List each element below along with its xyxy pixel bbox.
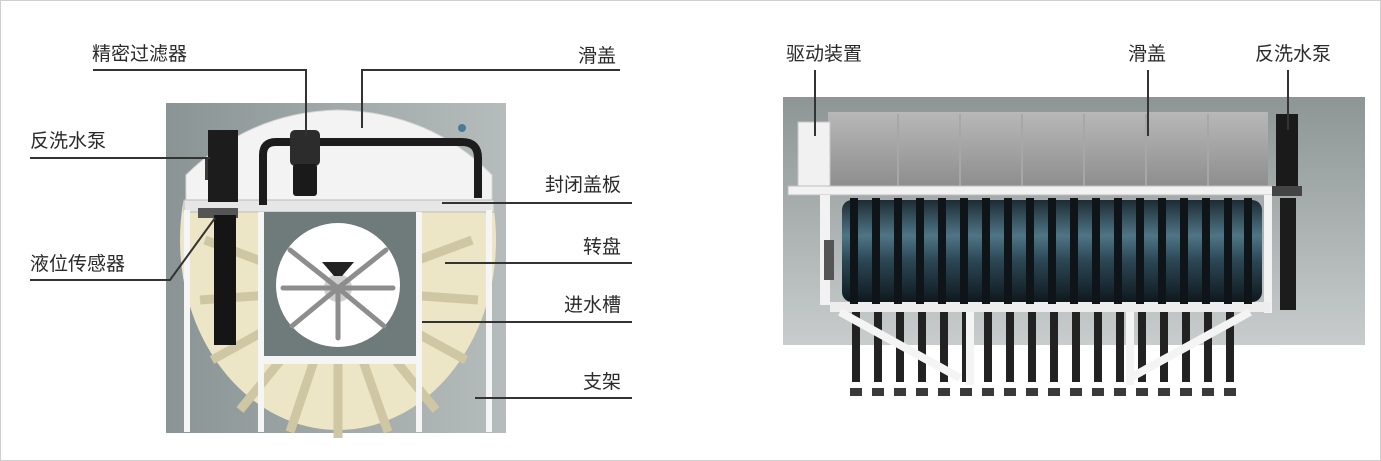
label-backwash-pump-right: 反洗水泵 [1255, 43, 1332, 65]
label-sealing-cover-plate: 封闭盖板 [545, 174, 622, 196]
channel-bottom [258, 356, 422, 364]
frame-right [1264, 195, 1272, 313]
disc-plate-feet [850, 388, 1236, 396]
pump-right-shaft [1280, 198, 1296, 310]
precision-filter-head [290, 130, 320, 166]
wheel-spokes [280, 247, 396, 341]
disc-filter-front-view [783, 97, 1365, 345]
cover-segments [897, 114, 1209, 186]
hopper [322, 262, 354, 276]
label-level-sensor: 液位传感器 [30, 253, 126, 275]
drum-disc-clips [850, 198, 1252, 304]
backwash-pump-motor [208, 130, 238, 202]
channel-post-right [416, 212, 422, 432]
left-leader-lines [30, 69, 632, 399]
top-plate [787, 185, 1289, 196]
backwash-pump-right [1276, 114, 1298, 188]
pump-flange [198, 208, 238, 218]
pump-shaft [214, 215, 236, 345]
precision-filter-body [293, 164, 317, 196]
label-sliding-cover-right: 滑盖 [1128, 43, 1167, 65]
label-bracket: 支架 [583, 371, 622, 393]
frame-bottom [830, 302, 1270, 312]
label-drive-unit: 驱动装置 [786, 43, 863, 65]
label-sliding-cover-left: 滑盖 [578, 45, 617, 67]
label-precision-filter: 精密过滤器 [92, 43, 188, 65]
channel-post-left [258, 212, 264, 432]
label-backwash-pump-left: 反洗水泵 [30, 130, 107, 152]
label-turntable: 转盘 [583, 236, 622, 258]
discharge-pipe [259, 138, 482, 205]
pump-right-flange [1272, 186, 1302, 196]
right-leader-lines [814, 70, 1289, 136]
sliding-cover [828, 112, 1268, 186]
support-braces [838, 308, 1252, 385]
label-inlet-channel: 进水槽 [564, 294, 622, 316]
disc-filter-side-view [166, 103, 506, 438]
frame-post-left [184, 210, 190, 432]
drive-gear [824, 240, 834, 280]
indicator-dot [458, 124, 466, 132]
